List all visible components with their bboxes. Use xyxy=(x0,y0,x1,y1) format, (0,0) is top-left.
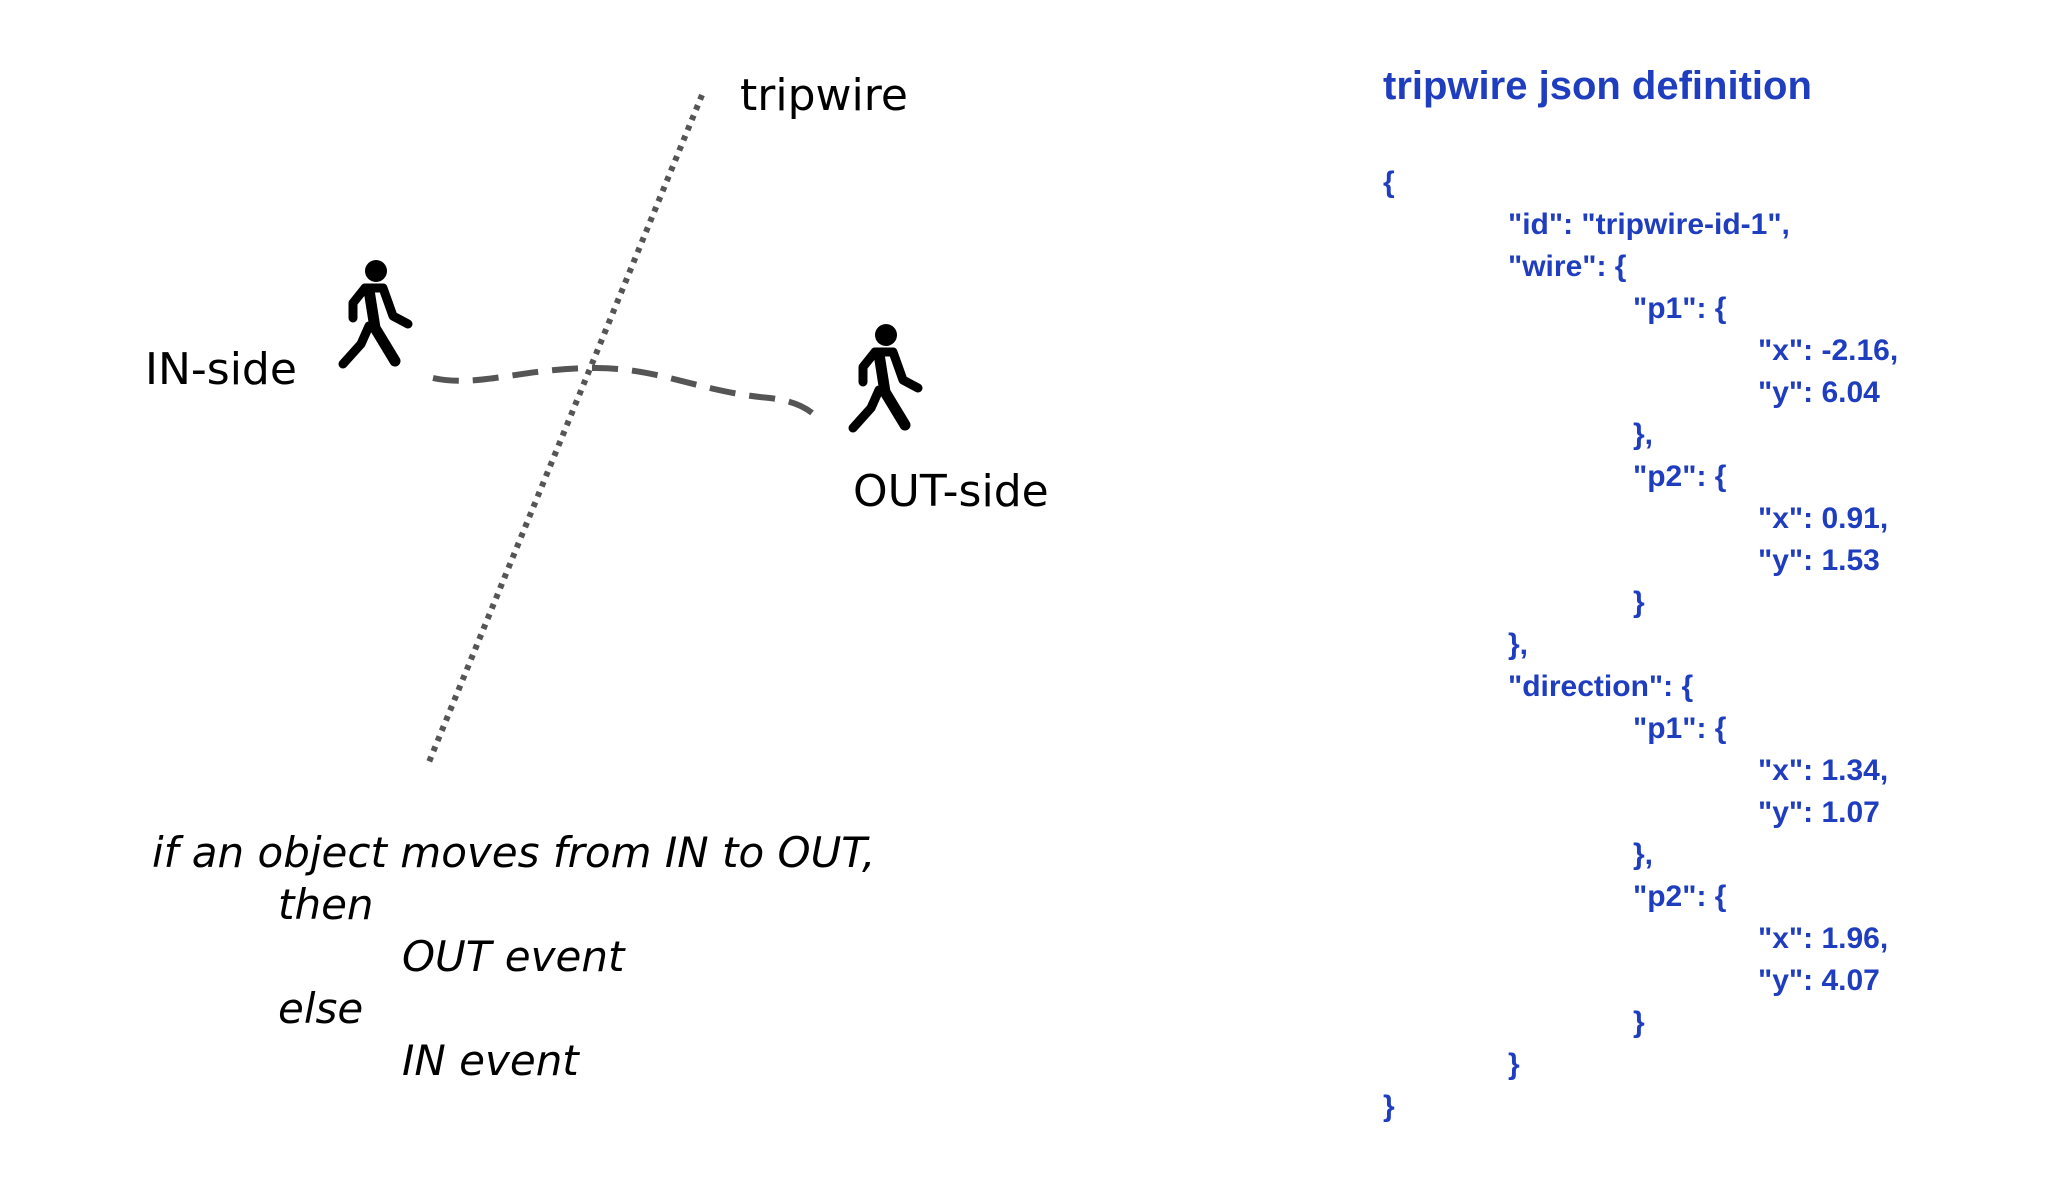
rule-in-event: IN event xyxy=(402,1036,579,1085)
json-line: }, xyxy=(1633,418,1654,451)
json-line: } xyxy=(1383,1090,1395,1123)
rule-out-event: OUT event xyxy=(402,932,625,981)
json-line: "p2": { xyxy=(1633,880,1727,913)
json-definition-title: tripwire json definition xyxy=(1383,64,1812,108)
json-line: "x": 0.91, xyxy=(1758,502,1889,535)
json-line: "p2": { xyxy=(1633,460,1727,493)
json-line: }, xyxy=(1508,628,1529,661)
json-line: "p1": { xyxy=(1633,292,1727,325)
json-line: "y": 6.04 xyxy=(1758,376,1880,409)
rule-then: then xyxy=(278,880,374,929)
json-line: } xyxy=(1508,1048,1520,1081)
movement-path xyxy=(432,364,825,425)
json-line: "x": 1.96, xyxy=(1758,922,1889,955)
json-line: { xyxy=(1383,166,1395,199)
json-line: "id": "tripwire-id-1", xyxy=(1508,208,1790,241)
rule-condition: if an object moves from IN to OUT, xyxy=(152,828,876,877)
json-code-block: {"id": "tripwire-id-1","wire": {"p1": {"… xyxy=(1383,162,1898,1128)
json-line: } xyxy=(1633,586,1645,619)
out-side-label: OUT-side xyxy=(853,466,1049,517)
json-line: "x": -2.16, xyxy=(1758,334,1899,367)
json-line: "p1": { xyxy=(1633,712,1727,745)
json-line: "y": 4.07 xyxy=(1758,964,1880,997)
json-line: }, xyxy=(1633,838,1654,871)
json-line: "direction": { xyxy=(1508,670,1694,703)
tripwire-label: tripwire xyxy=(740,70,908,121)
walking-person-icon-in-side xyxy=(338,260,413,369)
json-line: } xyxy=(1633,1006,1645,1039)
in-side-label: IN-side xyxy=(145,344,297,395)
json-line: "y": 1.53 xyxy=(1758,544,1880,577)
json-line: "y": 1.07 xyxy=(1758,796,1880,829)
rule-else: else xyxy=(278,984,364,1033)
json-line: "wire": { xyxy=(1508,250,1627,283)
walking-person-icon-out-side xyxy=(848,324,923,433)
json-line: "x": 1.34, xyxy=(1758,754,1889,787)
tripwire-line xyxy=(426,93,705,764)
